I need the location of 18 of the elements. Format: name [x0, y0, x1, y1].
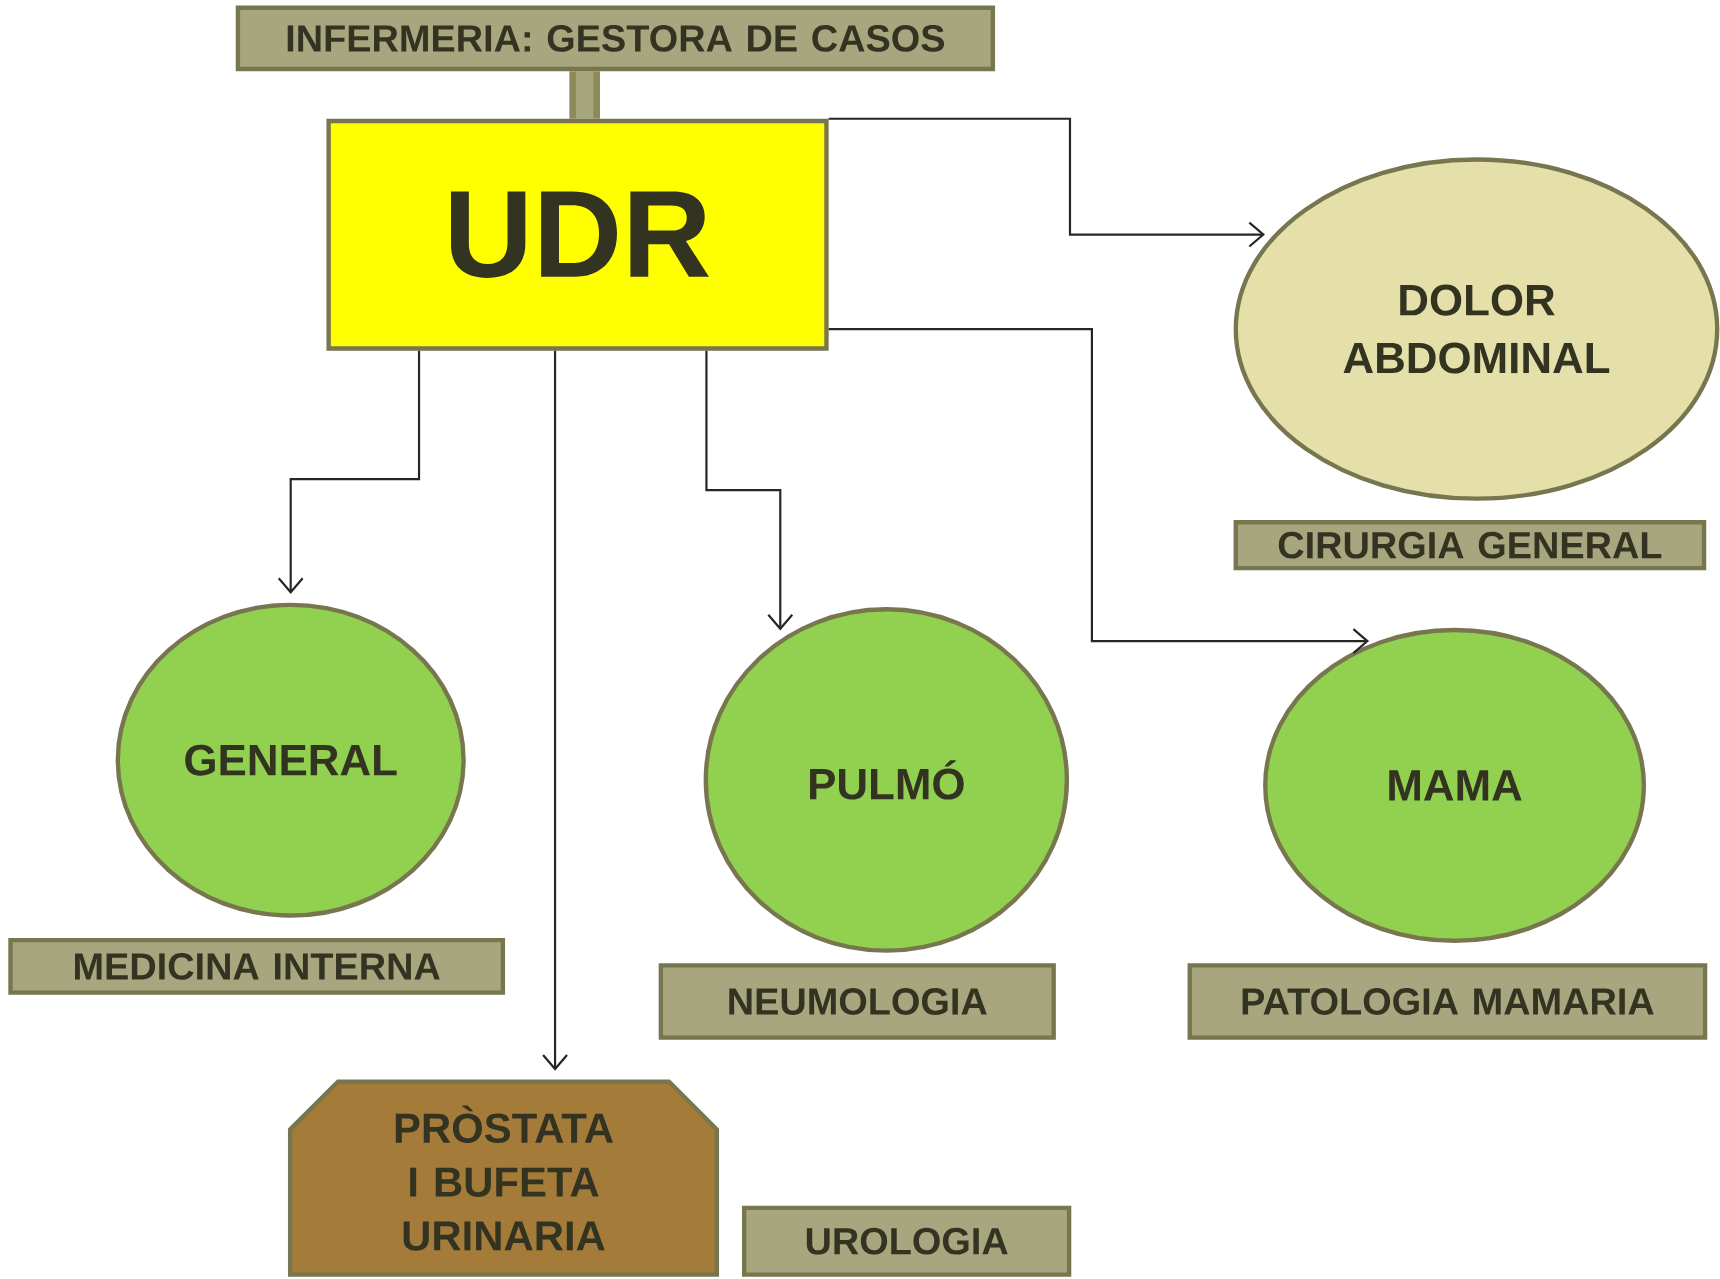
label-box: PATOLOGIA MAMARIA: [1187, 963, 1708, 1040]
label-box: INFERMERIA: GESTORA DE CASOS: [235, 5, 996, 72]
ellipse-node: MAMA: [1263, 627, 1647, 943]
double-connector: [569, 71, 600, 119]
ellipse-node: GENERAL: [115, 602, 466, 918]
label-box: UROLOGIA: [741, 1205, 1072, 1277]
label-box: MEDICINA INTERNA: [8, 937, 506, 995]
label-box: CIRURGIA GENERAL: [1233, 520, 1707, 571]
ellipse-node: DOLOR ABDOMINAL: [1233, 157, 1720, 501]
arrow: [277, 350, 421, 594]
label-box: NEUMOLOGIA: [658, 963, 1056, 1040]
chamfered-box: PRÒSTATA I BUFETA URINARIA: [287, 1079, 720, 1277]
arrow: [828, 117, 1265, 248]
arrow: [828, 327, 1370, 654]
arrow: [542, 350, 568, 1071]
main-box: UDR: [326, 118, 829, 351]
ellipse-node: PULMÓ: [703, 607, 1070, 953]
arrow: [705, 350, 794, 631]
